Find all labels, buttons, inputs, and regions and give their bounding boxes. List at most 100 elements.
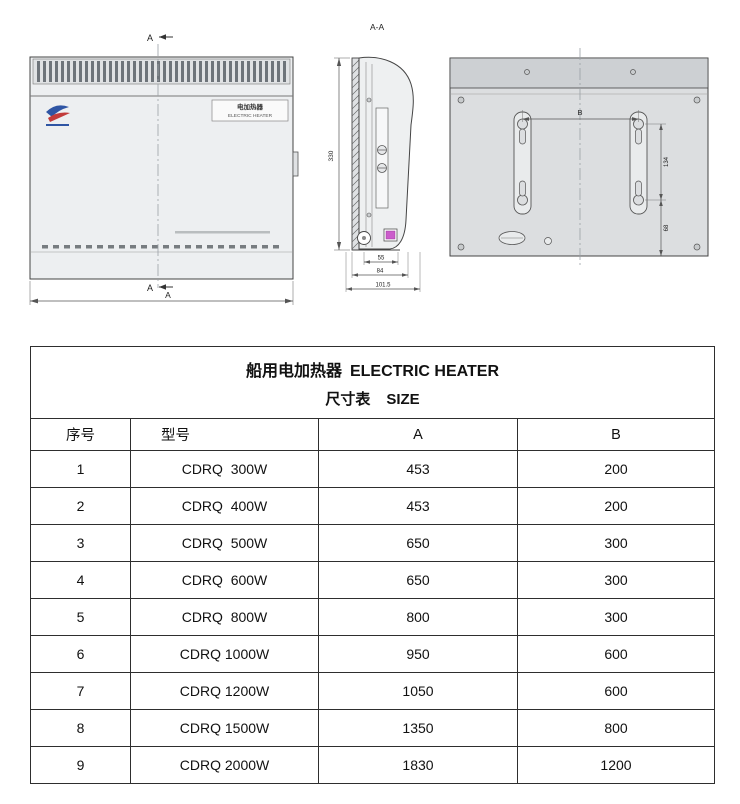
dim-330-label: 330: [328, 150, 335, 161]
table-cell: 600: [517, 635, 715, 673]
heating-element: [375, 107, 389, 209]
table-cell: 800: [517, 709, 715, 747]
table-cell: 1830: [318, 746, 518, 784]
table-cell: CDRQ 1500W: [130, 709, 319, 747]
table-cell: 300: [517, 598, 715, 636]
table-cell: 453: [318, 450, 518, 488]
table-cell: 300: [517, 524, 715, 562]
dim-front-width: A: [29, 281, 294, 305]
dim-depth-84: 84: [351, 252, 409, 278]
svg-text:101.5: 101.5: [375, 283, 391, 289]
dim-134-label: 134: [664, 156, 670, 167]
table-cell: 1350: [318, 709, 518, 747]
table-cell: 200: [517, 450, 715, 488]
title-cn: 船用电加热器: [245, 362, 342, 380]
svg-text:84: 84: [377, 269, 384, 275]
table-cell: 300: [517, 561, 715, 599]
table-cell: 200: [517, 487, 715, 525]
dim-hole-span: B: [522, 108, 639, 122]
table-title-row: 船用电加热器 ELECTRIC HEATER 尺寸表 SIZE: [30, 346, 715, 419]
section-marker-top: A: [147, 33, 173, 43]
table-cell: CDRQ 800W: [130, 598, 319, 636]
table-header-row: 序号 型号 A B: [30, 418, 715, 451]
screw-bottom: [377, 163, 387, 173]
table-cell: 4: [30, 561, 131, 599]
cable-gland: [498, 231, 552, 245]
roller-foot: [357, 231, 371, 245]
back-view: B 134 68: [449, 48, 709, 266]
dim-depth-101: 101.5: [345, 252, 421, 292]
table-cell: 7: [30, 672, 131, 710]
table-cell: CDRQ 1200W: [130, 672, 319, 710]
product-label-en: ELECTRIC HEATER: [228, 113, 273, 119]
screw-top: [377, 145, 387, 155]
dim-b-label: B: [577, 108, 582, 117]
table-cell: 650: [318, 561, 518, 599]
hatch-lines: [351, 59, 360, 250]
svg-text:A: A: [147, 33, 153, 43]
table-cell: 9: [30, 746, 131, 784]
table-cell: 1050: [318, 672, 518, 710]
drawing-canvas: 电加热器 ELECTRIC HEATER A A A A-A: [29, 22, 709, 305]
table-cell: 650: [318, 524, 518, 562]
section-marker-bottom: A: [147, 283, 173, 293]
table-cell: 600: [517, 672, 715, 710]
dim-hole-vertical: 134 68: [645, 123, 670, 256]
side-knob: [292, 151, 299, 177]
table-cell: 2: [30, 487, 131, 525]
table-cell: CDRQ 600W: [130, 561, 319, 599]
dim-side-height: 330: [328, 57, 350, 251]
product-label-cn: 电加热器: [237, 102, 264, 111]
col-header-index: 序号: [30, 418, 131, 451]
table-title: 船用电加热器 ELECTRIC HEATER 尺寸表 SIZE: [30, 346, 715, 419]
warning-text-strip: [175, 231, 270, 234]
dim-front-width-label: A: [165, 290, 171, 300]
svg-text:55: 55: [378, 256, 385, 262]
table-cell: 1200: [517, 746, 715, 784]
table-title-line1: 船用电加热器 ELECTRIC HEATER: [31, 357, 714, 381]
col-header-b: B: [517, 418, 715, 451]
front-view: 电加热器 ELECTRIC HEATER A A A: [29, 33, 299, 305]
corner-screws: [457, 69, 701, 251]
col-header-a: A: [318, 418, 518, 451]
section-title: A-A: [370, 22, 385, 32]
dim-depth-55: 55: [363, 252, 399, 265]
table-cell: CDRQ 1000W: [130, 635, 319, 673]
col-header-model: 型号: [130, 418, 319, 451]
side-view: A-A 330: [328, 22, 421, 292]
grille-slots: [37, 61, 286, 82]
brand-logo: [46, 105, 70, 126]
table-cell: 3: [30, 524, 131, 562]
terminal-block: [383, 228, 398, 242]
subtitle-cn: 尺寸表: [325, 390, 371, 408]
mount-bracket-right: [629, 111, 648, 215]
table-cell: 5: [30, 598, 131, 636]
technical-drawing: 电加热器 ELECTRIC HEATER A A A A-A: [0, 0, 740, 320]
table-title-line2: 尺寸表 SIZE: [31, 388, 714, 409]
table-cell: 800: [318, 598, 518, 636]
product-label: 电加热器 ELECTRIC HEATER: [211, 99, 289, 122]
dim-68-label: 68: [664, 224, 670, 231]
back-top-band: [449, 57, 709, 89]
table-cell: CDRQ 2000W: [130, 746, 319, 784]
title-en: ELECTRIC HEATER: [349, 362, 500, 380]
table-cell: CDRQ 500W: [130, 524, 319, 562]
table-cell: 8: [30, 709, 131, 747]
subtitle-en: SIZE: [386, 390, 420, 408]
table-cell: 453: [318, 487, 518, 525]
table-cell: 1: [30, 450, 131, 488]
mount-bracket-left: [513, 111, 532, 215]
svg-text:A: A: [147, 283, 153, 293]
grille-band: [32, 58, 291, 85]
table-cell: 6: [30, 635, 131, 673]
